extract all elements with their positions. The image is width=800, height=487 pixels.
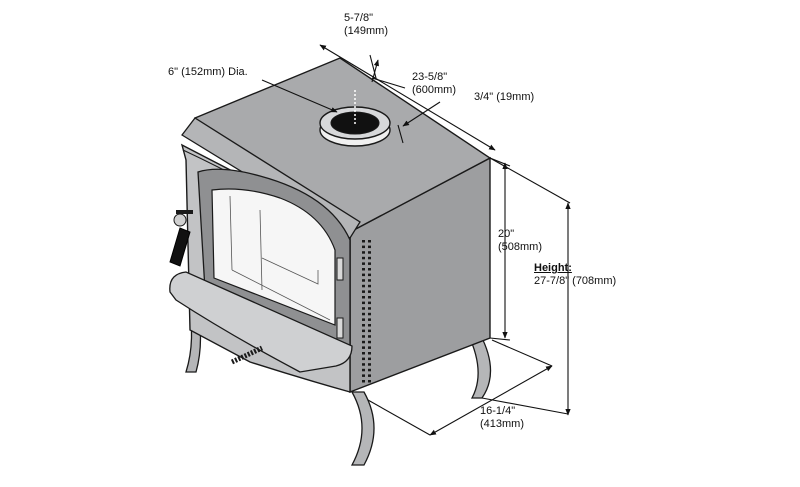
vent-slot	[368, 346, 371, 349]
vent-slot	[362, 307, 365, 310]
top-offset-metric: (149mm)	[344, 25, 389, 37]
vent-slot	[368, 352, 371, 355]
vent-slot	[368, 312, 371, 316]
vent-slot	[362, 256, 365, 260]
top-offset-imperial: 5-7/8"	[344, 12, 373, 24]
vent-slot	[362, 268, 365, 271]
side-vents	[362, 240, 371, 383]
vent-slot	[362, 357, 365, 361]
vent-slot	[368, 301, 371, 305]
vent-slot	[368, 368, 371, 372]
vent-slot	[362, 296, 365, 299]
vent-slot	[368, 335, 371, 338]
vent-slot	[362, 346, 365, 349]
vent-slot	[368, 380, 371, 383]
vent-slot	[368, 296, 371, 299]
door-glass	[211, 188, 336, 326]
vent-slot	[368, 357, 371, 361]
depth-to-flue-imperial: 23-5/8"	[412, 71, 448, 83]
vent-slot	[362, 368, 365, 372]
width-imperial: 16-1/4"	[480, 405, 516, 417]
vent-slot	[362, 380, 365, 383]
vent-slot	[362, 279, 365, 282]
vent-slot	[368, 284, 371, 288]
vent-slot	[368, 273, 371, 277]
vent-slot	[362, 262, 365, 265]
height-value: 27-7/8" (708mm)	[534, 275, 617, 287]
vent-slot	[368, 307, 371, 310]
vent-slot	[368, 290, 371, 293]
vent-slot	[362, 301, 365, 305]
vent-slot	[368, 374, 371, 377]
vent-slot	[362, 251, 365, 254]
vent-slot	[362, 273, 365, 277]
vent-slot	[368, 340, 371, 344]
vent-slot	[362, 335, 365, 338]
vent-slot	[368, 318, 371, 321]
height-heading: Height:	[534, 262, 572, 274]
dimension-lines	[261, 44, 571, 436]
door-hinges	[336, 257, 344, 339]
vent-slot	[368, 262, 371, 265]
vent-slot	[368, 329, 371, 333]
vent-slot	[368, 240, 371, 243]
vent-slot	[368, 363, 371, 366]
vent-slot	[368, 324, 371, 327]
vent-slot	[362, 312, 365, 316]
vent-slot	[362, 284, 365, 288]
door-handle	[169, 210, 193, 267]
collar-height-label: 3/4" (19mm)	[474, 91, 535, 103]
side-height-metric: (508mm)	[498, 241, 543, 253]
vent-slot	[362, 245, 365, 249]
side-height-imperial: 20"	[498, 228, 515, 240]
vent-slot	[368, 279, 371, 282]
vent-slot	[368, 251, 371, 254]
vent-slot	[362, 352, 365, 355]
vent-slot	[368, 245, 371, 249]
width-metric: (413mm)	[480, 418, 525, 430]
vent-slot	[362, 340, 365, 344]
vent-slot	[362, 363, 365, 366]
vent-slot	[362, 374, 365, 377]
vent-slot	[362, 318, 365, 321]
vent-slot	[362, 290, 365, 293]
vent-slot	[368, 268, 371, 271]
vent-slot	[368, 256, 371, 260]
vent-slot	[362, 324, 365, 327]
depth-to-flue-metric: (600mm)	[412, 84, 457, 96]
ash-shelf	[169, 271, 353, 373]
vent-slot	[362, 240, 365, 243]
vent-slot	[362, 329, 365, 333]
flue-diameter-label: 6" (152mm) Dia.	[168, 66, 248, 78]
